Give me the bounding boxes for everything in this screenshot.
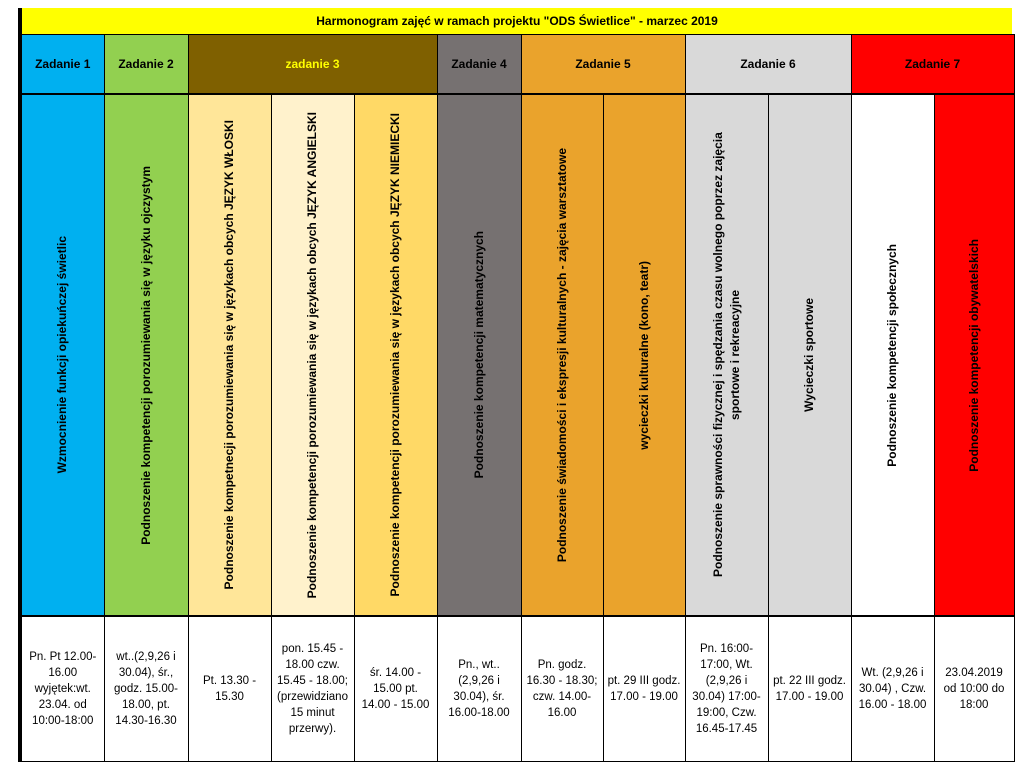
desc-cell-4: Podnoszenie kompetencji porozumiewania s… bbox=[270, 93, 355, 617]
desc-cell-8: wycieczki kulturalne (kono, teatr) bbox=[602, 93, 686, 617]
desc-text: Podnoszenie kompetencji społecznych bbox=[885, 243, 900, 467]
desc-text: Podnoszenie kompetencji porozumiewania s… bbox=[305, 111, 319, 599]
schedule-sheet: Harmonogram zajęć w ramach projektu "ODS… bbox=[18, 8, 1015, 762]
schedule-title: Harmonogram zajęć w ramach projektu "ODS… bbox=[18, 8, 1012, 34]
desc-cell-5: Podnoszenie kompetencji porozumiewania s… bbox=[353, 93, 438, 617]
schedule-cell-3: Pt. 13.30 - 15.30 bbox=[187, 615, 272, 762]
header-zadanie-2: Zadanie 2 bbox=[103, 34, 189, 95]
desc-text: Podnoszenie kompetencji obywatelskich bbox=[966, 238, 981, 472]
header-zadanie-4: Zadanie 4 bbox=[436, 34, 522, 95]
header-zadanie-5: Zadanie 5 bbox=[520, 34, 686, 95]
schedule-cell-12: 23.04.2019 od 10:00 do 18:00 bbox=[933, 615, 1015, 762]
desc-cell-3: Podnoszenie kompetnecji porozumiewania s… bbox=[187, 93, 272, 617]
desc-text: Podnoszenie świadomości i ekspresji kult… bbox=[554, 147, 569, 563]
desc-text: Wycieczki sportowe bbox=[802, 298, 817, 412]
schedule-cell-9: Pn. 16:00-17:00, Wt.(2,9,26 i 30.04) 17:… bbox=[684, 615, 769, 762]
desc-cell-7: Podnoszenie świadomości i ekspresji kult… bbox=[520, 93, 604, 617]
header-zadanie-1: Zadanie 1 bbox=[18, 34, 105, 95]
schedule-cell-10: pt. 22 III godz. 17.00 - 19.00 bbox=[767, 615, 852, 762]
desc-text: wycieczki kulturalne (kono, teatr) bbox=[636, 260, 651, 450]
header-zadanie-3: zadanie 3 bbox=[187, 34, 438, 95]
desc-cell-9: Podnoszenie sprawności fizycznej i spędz… bbox=[684, 93, 769, 617]
desc-cell-1: Wzmocnienie funkcji opiekuńczej świetlic bbox=[18, 93, 105, 617]
desc-text: Wzmocnienie funkcji opiekuńczej świetlic bbox=[55, 236, 70, 474]
desc-text: Podnoszenie kompetencji porozumiewania s… bbox=[388, 113, 402, 597]
schedule-cell-7: Pn. godz. 16.30 - 18.30; czw. 14.00-16.0… bbox=[520, 615, 604, 762]
schedule-cell-5: śr. 14.00 - 15.00 pt. 14.00 - 15.00 bbox=[353, 615, 438, 762]
schedule-row: Pn. Pt 12.00-16.00 wyjętek:wt. 23.04. od… bbox=[18, 615, 1015, 762]
schedule-cell-2: wt..(2,9,26 i 30.04), śr., godz. 15.00-1… bbox=[103, 615, 189, 762]
header-zadanie-6: Zadanie 6 bbox=[684, 34, 852, 95]
desc-text: Podnoszenie sprawności fizycznej i spędz… bbox=[710, 132, 742, 578]
header-row: Zadanie 1 Zadanie 2 zadanie 3 Zadanie 4 … bbox=[18, 34, 1015, 95]
schedule-table: Zadanie 1 Zadanie 2 zadanie 3 Zadanie 4 … bbox=[18, 34, 1015, 762]
schedule-cell-4: pon. 15.45 - 18.00 czw. 15.45 - 18.00; (… bbox=[270, 615, 355, 762]
desc-text: Podnoszenie kompetencji porozumiewania s… bbox=[138, 165, 153, 545]
header-zadanie-7: Zadanie 7 bbox=[850, 34, 1015, 95]
desc-cell-12: Podnoszenie kompetencji obywatelskich bbox=[933, 93, 1015, 617]
schedule-cell-6: Pn., wt..(2,9,26 i 30.04), śr. 16.00-18.… bbox=[436, 615, 522, 762]
desc-cell-10: Wycieczki sportowe bbox=[767, 93, 852, 617]
schedule-cell-8: pt. 29 III godz. 17.00 - 19.00 bbox=[602, 615, 686, 762]
description-row: Wzmocnienie funkcji opiekuńczej świetlic… bbox=[18, 93, 1015, 617]
desc-text: Podnoszenie kompetnecji porozumiewania s… bbox=[222, 120, 236, 590]
schedule-cell-11: Wt. (2,9,26 i 30.04) , Czw. 16.00 - 18.0… bbox=[850, 615, 935, 762]
desc-cell-11: Podnoszenie kompetencji społecznych bbox=[850, 93, 935, 617]
desc-cell-2: Podnoszenie kompetencji porozumiewania s… bbox=[103, 93, 189, 617]
desc-cell-6: Podnoszenie kompetencji matematycznych bbox=[436, 93, 522, 617]
schedule-cell-1: Pn. Pt 12.00-16.00 wyjętek:wt. 23.04. od… bbox=[18, 615, 105, 762]
desc-text: Podnoszenie kompetencji matematycznych bbox=[471, 231, 486, 479]
